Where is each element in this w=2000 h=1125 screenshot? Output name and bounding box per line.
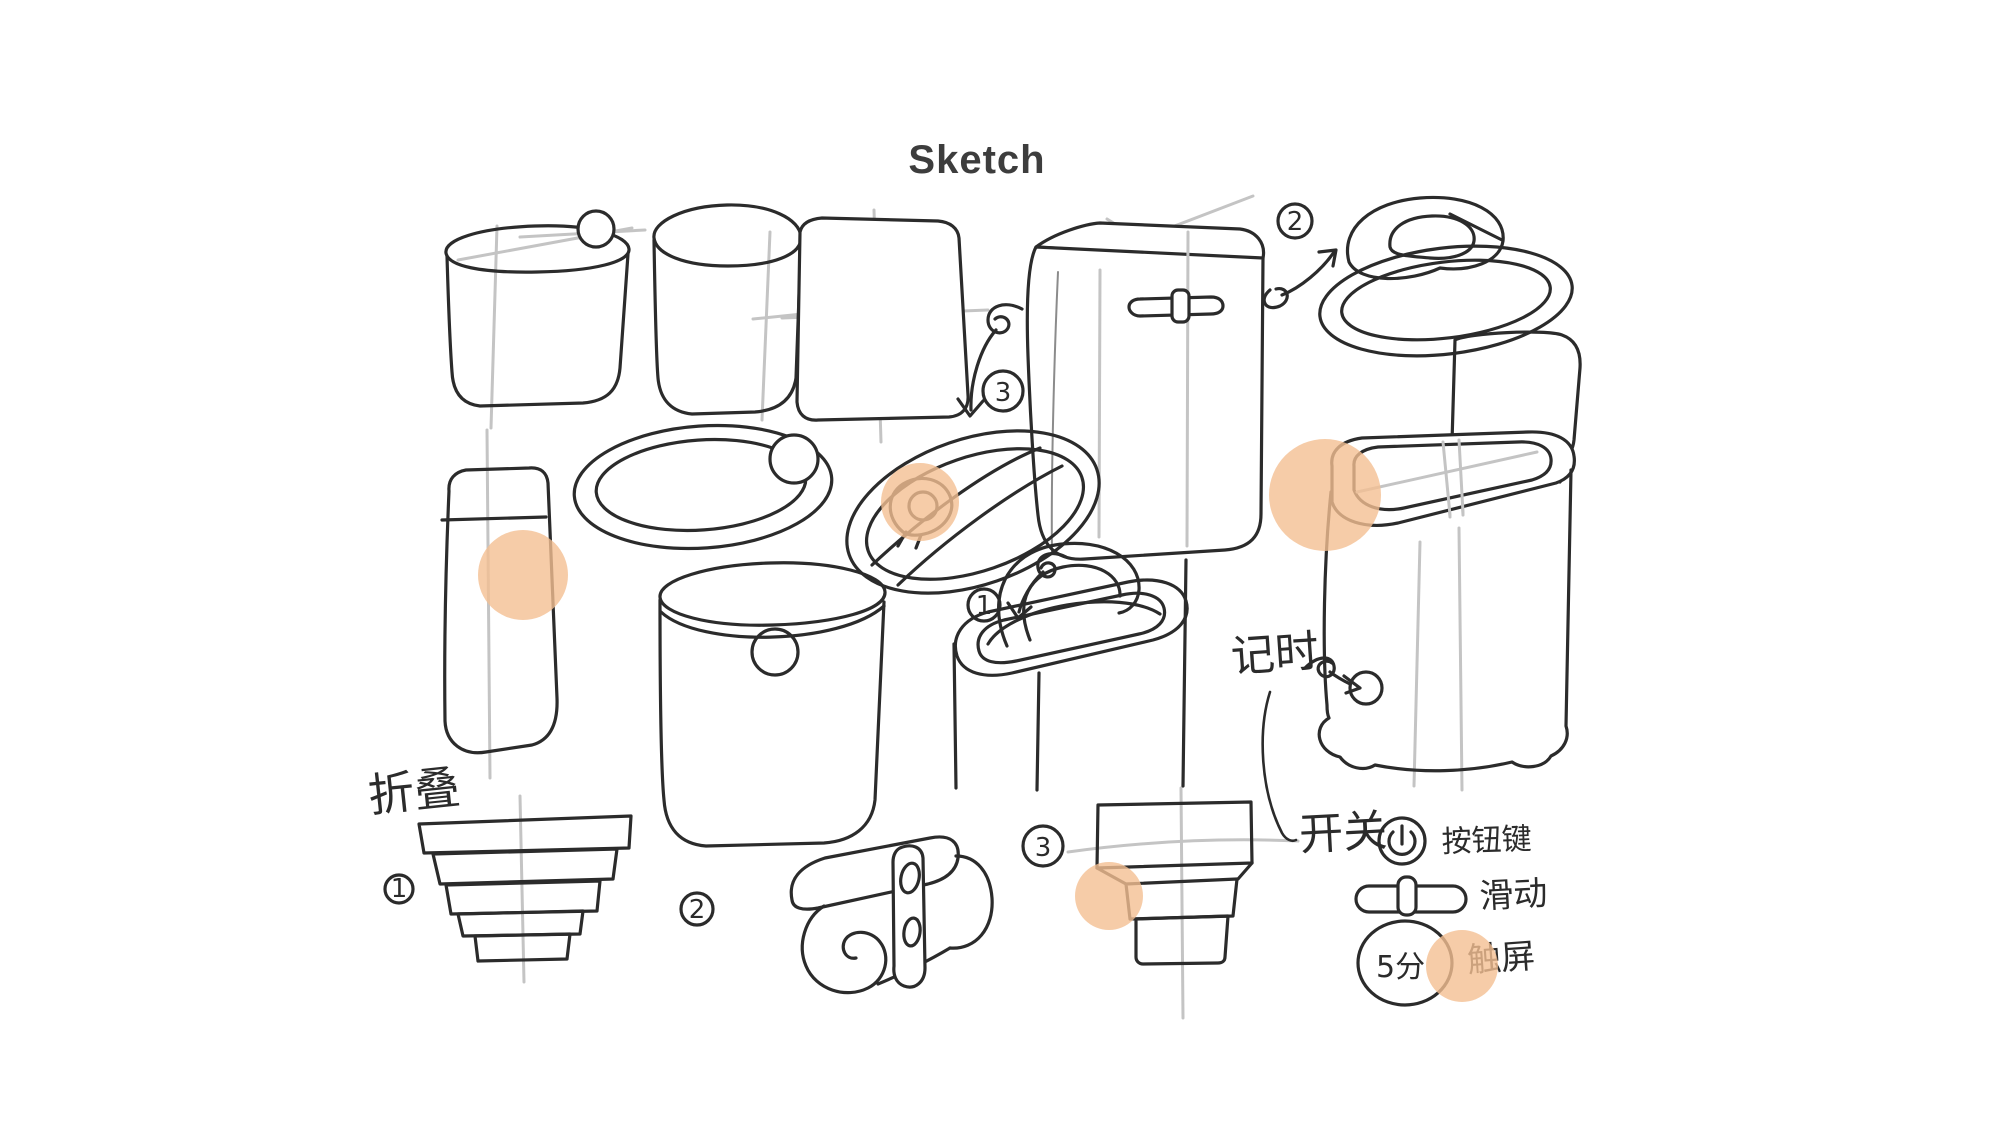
timer-label: 记时 xyxy=(1229,626,1320,683)
five-minutes-label: 5分 xyxy=(1376,950,1425,985)
ball-knob xyxy=(768,433,820,485)
page-title: Sketch xyxy=(908,138,1046,182)
ball-knob xyxy=(576,209,616,249)
variant-2-label: 2 xyxy=(689,895,706,925)
strap xyxy=(891,844,927,989)
step-2-badge-top-right: 2 xyxy=(1276,202,1314,240)
push-button-label: 按钮键 xyxy=(1441,822,1532,860)
rounded-square-sketch xyxy=(795,216,970,422)
highlight-bottle xyxy=(478,530,568,620)
flow-arrow-up-right xyxy=(1262,248,1338,310)
container-with-loop-handle-sketch xyxy=(952,541,1189,792)
slider-knob xyxy=(1396,875,1418,917)
timer-annotation: 记时 xyxy=(1229,626,1384,843)
box-with-latch-sketch xyxy=(1025,221,1266,561)
latch-knob xyxy=(1170,288,1191,324)
step-1-badge-bottom-left: 1 xyxy=(383,873,415,905)
highlight-lid-handle xyxy=(881,463,959,541)
step-2-badge-bottom-middle: 2 xyxy=(679,891,715,927)
slide-label: 滑动 xyxy=(1478,873,1548,917)
switch-label: 开关 xyxy=(1298,805,1389,861)
step-3-badge-top: 3 xyxy=(981,369,1025,413)
switch-annotation: 开关 按钮键 xyxy=(1298,805,1532,866)
fold-label: 折叠 xyxy=(366,760,463,823)
step-2-label: 2 xyxy=(1287,207,1304,237)
step-1-badge-middle: 1 xyxy=(966,587,1002,623)
power-icon xyxy=(1377,816,1427,866)
slider-annotation: 滑动 xyxy=(1354,873,1548,917)
variant-3-label: 3 xyxy=(1035,833,1052,863)
highlight-dots xyxy=(478,439,1498,1002)
variant-1-label: 1 xyxy=(391,874,408,904)
highlight-touch-screen xyxy=(1426,930,1498,1002)
timer-target-circle xyxy=(1348,670,1384,706)
rolled-mat-with-strap-sketch xyxy=(789,835,994,995)
flow-arrow-down xyxy=(956,303,1024,418)
tapered-bottle-sketch xyxy=(440,466,559,755)
open-top-bin-sketch xyxy=(1317,430,1576,773)
plate-ring-with-ball-sketch xyxy=(572,423,834,551)
fold-annotation: 折叠 xyxy=(366,760,463,823)
cylinder-with-ball-sketch xyxy=(444,209,631,408)
cylinder-plain-sketch xyxy=(652,203,803,416)
collapsed-tier-stack-sketch xyxy=(417,814,633,963)
step-3-label: 3 xyxy=(995,378,1012,408)
step-3-badge-bottom-center: 3 xyxy=(1021,824,1065,868)
highlight-tier xyxy=(1075,862,1143,930)
cylinder-with-button-sketch xyxy=(658,561,887,848)
highlight-bin-corner xyxy=(1269,439,1381,551)
round-button xyxy=(750,627,800,677)
